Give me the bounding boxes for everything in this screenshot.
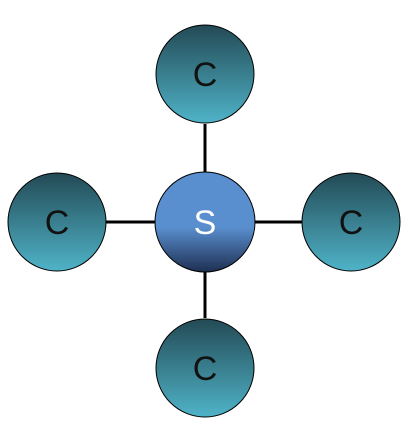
atom-c-left: C <box>7 172 107 272</box>
bonds <box>105 124 302 318</box>
atom-s-center: S <box>154 171 256 273</box>
atom-c-bottom-circle <box>155 318 255 418</box>
atom-c-left-circle <box>7 172 107 272</box>
atom-c-bottom: C <box>155 318 255 418</box>
atom-s-center-circle <box>154 171 256 273</box>
atom-c-top-circle <box>155 24 255 124</box>
atom-c-top-label: C <box>193 56 218 94</box>
atom-s-center-label: S <box>194 204 217 242</box>
atom-c-right-label: C <box>339 204 364 242</box>
atom-c-top: C <box>155 24 255 124</box>
atom-c-bottom-label: C <box>193 350 218 388</box>
atom-c-left-label: C <box>45 204 70 242</box>
atom-c-right: C <box>301 172 401 272</box>
atom-c-right-circle <box>301 172 401 272</box>
